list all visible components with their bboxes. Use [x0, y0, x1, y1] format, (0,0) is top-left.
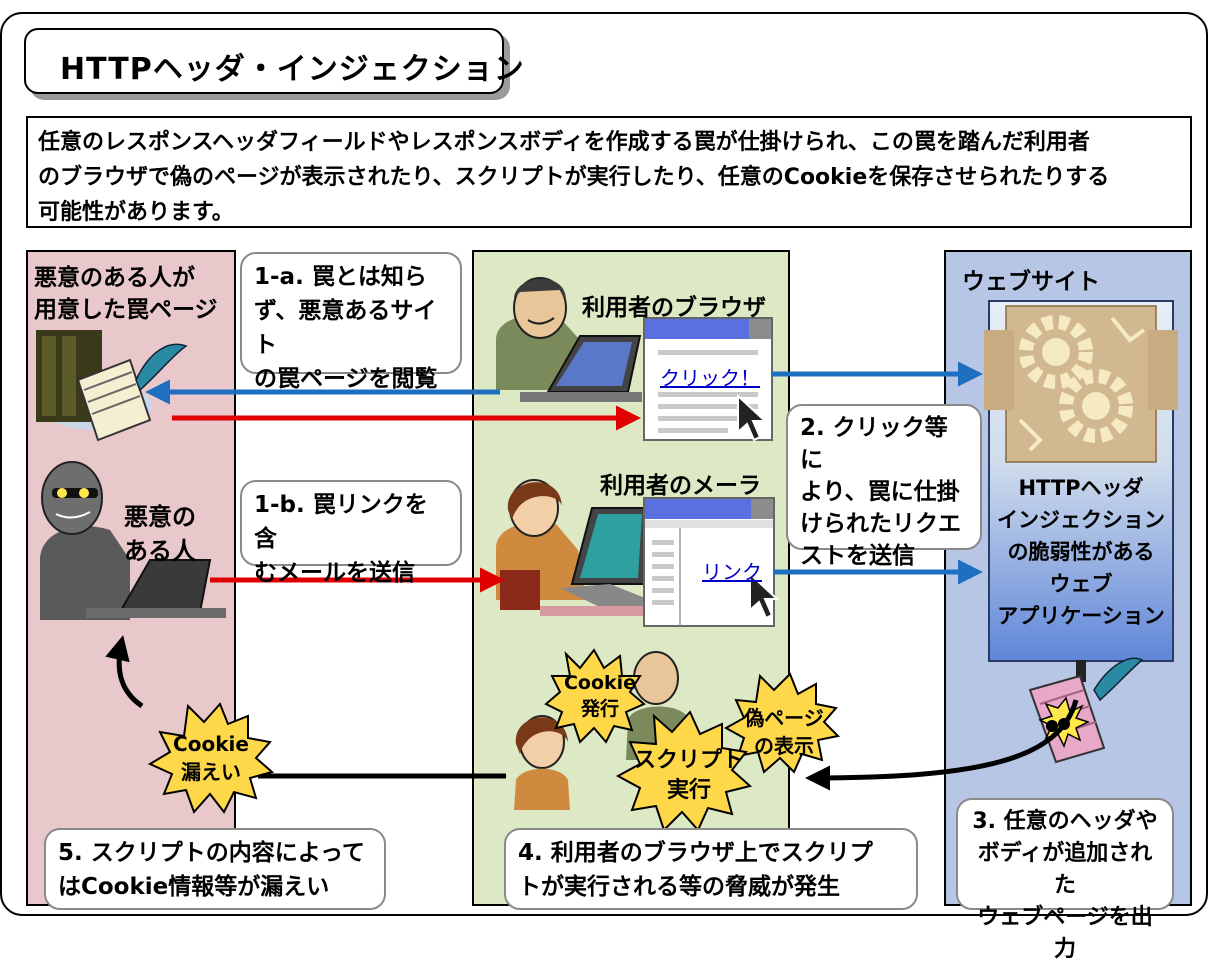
- step-5-line-2: はCookie情報等が漏えい: [58, 874, 330, 900]
- user-pc-icon: [496, 277, 642, 402]
- burst-cookie-leak-line-1: Cookie: [173, 732, 249, 756]
- step-1a-bubble: 1-a. 罠とは知ら ず、悪意あるサイト の罠ページを閲覧: [240, 252, 462, 392]
- website-label: ウェブサイト: [962, 269, 1100, 295]
- browser-click-link[interactable]: クリック！: [660, 366, 760, 390]
- gears-icon: [984, 305, 1178, 463]
- arrow-output-page: [805, 699, 1079, 791]
- step-4-bubble: 4. 利用者のブラウザ上でスクリプ トが実行される等の脅威が発生: [504, 828, 918, 910]
- burst-script-exec-label: スクリプト 実行: [628, 746, 750, 806]
- burst-cookie-issue: [544, 648, 646, 744]
- mailer-label: 利用者のメーラ: [600, 473, 761, 499]
- step-1b-bubble: 1-b. 罠リンクを含 むメールを送信: [240, 480, 462, 586]
- diagram-graphics: [36, 277, 1178, 832]
- burst-cookie-issue-line-1: Cookie: [563, 672, 637, 694]
- burst-script-exec-line-1: スクリプト: [633, 748, 744, 773]
- app-label-line-4: ウェブ: [1049, 572, 1113, 596]
- burst-script-exec-line-2: 実行: [666, 778, 711, 803]
- burst-fake-page-line-2: の表示: [754, 734, 814, 758]
- step-1a-line-2: ず、悪意あるサイト: [254, 298, 437, 358]
- step-2-line-3: けられたリクエ: [800, 511, 961, 537]
- attacker-person-icon: [40, 461, 226, 620]
- app-label-line-5: アプリケーション: [997, 604, 1165, 628]
- step-4-line-2: トが実行される等の脅威が発生: [518, 874, 840, 900]
- attacker-label-line-2: ある人: [124, 537, 196, 565]
- trap-page-label-line-2: 用意した罠ページ: [34, 297, 218, 323]
- step-2-line-2: より、罠に仕掛: [800, 479, 960, 505]
- step-3-bubble: 3. 任意のヘッダや ボディが追加された ウェブページを出力: [956, 798, 1174, 962]
- attacker-label-line-1: 悪意の: [124, 503, 196, 531]
- mail-trap-link[interactable]: リンク: [702, 560, 762, 584]
- app-label-line-2: インジェクション: [997, 508, 1165, 532]
- burst-cookie-leak-line-2: 漏えい: [181, 760, 241, 784]
- user-mail-icon: [496, 479, 660, 616]
- trap-page-label: 悪意のある人が 用意した罠ページ: [34, 262, 218, 326]
- burst-cookie-issue-line-2: 発行: [580, 698, 619, 720]
- step-3-line-3: ウェブページを出力: [977, 905, 1153, 962]
- burst-cookie-leak-label: Cookie 漏えい: [164, 730, 258, 786]
- burst-script-exec: [615, 710, 753, 832]
- step-3-line-1: 3. 任意のヘッダや: [972, 809, 1158, 834]
- web-application-label: HTTPヘッダ インジェクション の脆弱性がある ウェブ アプリケーション: [990, 472, 1172, 632]
- app-label-line-1: HTTPヘッダ: [1018, 476, 1144, 500]
- step-1a-line-1: 1-a. 罠とは知ら: [254, 264, 427, 290]
- attacker-label: 悪意の ある人: [124, 500, 196, 568]
- burst-cookie-leak: [147, 702, 275, 814]
- app-label-line-3: の脆弱性がある: [1007, 540, 1155, 564]
- step-2-line-4: ストを送信: [800, 543, 915, 569]
- browser-label: 利用者のブラウザ: [582, 295, 766, 321]
- step-1b-line-1: 1-b. 罠リンクを含: [254, 492, 428, 552]
- burst-fake-page: [723, 672, 841, 774]
- description-line-2: のブラウザで偽のページが表示されたり、スクリプトが実行したり、任意のCookie…: [38, 165, 1110, 190]
- burst-fake-page-line-1: 偽ページ: [744, 706, 824, 730]
- step-5-line-1: 5. スクリプトの内容によって: [58, 840, 365, 866]
- step-1b-line-2: むメールを送信: [254, 560, 415, 586]
- output-scroll-icon: [1028, 657, 1144, 764]
- cursor-icon: [737, 393, 780, 620]
- description-line-3: 可能性があります。: [38, 200, 234, 225]
- step-2-bubble: 2. クリック等に より、罠に仕掛 けられたリクエ ストを送信: [786, 404, 982, 569]
- trap-page-icon: [36, 330, 188, 442]
- trap-page-label-line-1: 悪意のある人が: [34, 265, 195, 291]
- step-4-line-1: 4. 利用者のブラウザ上でスクリプ: [518, 840, 873, 866]
- description-line-1: 任意のレスポンスヘッダフィールドやレスポンスボディを作成する罠が仕掛けられ、この…: [38, 130, 1090, 155]
- title-box: [24, 28, 504, 94]
- arrow-cookie-leak-up: [105, 635, 144, 709]
- description-box: [26, 116, 1192, 228]
- step-5-bubble: 5. スクリプトの内容によって はCookie情報等が漏えい: [44, 828, 386, 910]
- step-3-line-2: ボディが追加された: [977, 841, 1153, 898]
- burst-cookie-issue-label: Cookie 発行: [560, 670, 640, 722]
- diagram-title: HTTPヘッダ・インジェクション: [60, 52, 525, 87]
- step-1a-line-3: の罠ページを閲覧: [254, 366, 438, 392]
- step-2-line-1: 2. クリック等に: [800, 415, 948, 473]
- burst-fake-page-label: 偽ページ の表示: [736, 704, 832, 760]
